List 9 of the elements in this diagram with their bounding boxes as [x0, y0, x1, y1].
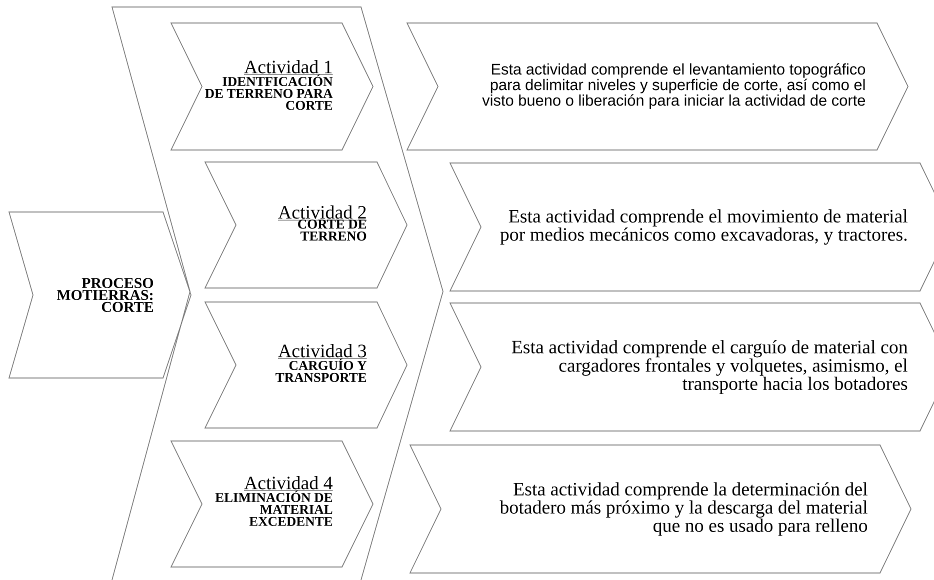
- process-banner: PROCESO MOTIERRAS: CORTE: [8, 212, 192, 378]
- activity-banner: Actividad 3 CARGUÍO Y TRANSPORTE: [204, 302, 408, 428]
- activity-banner: Actividad 4 ELIMINACIÓN DE MATERIAL EXCEDENTE: [170, 440, 374, 568]
- description-banner: Esta actividad comprende la determinación del botadero más próximo y la descarga del material que no es usado para relleno: [409, 444, 912, 574]
- activity-banner: Actividad 2 CORTE DE TERRENO: [204, 162, 408, 288]
- activity-banner: Actividad 1 IDENTFICACIÓN DE TERRENO PARA CORTE: [170, 22, 374, 150]
- description-banner: Esta actividad comprende el levantamiento topográfico para delimitar niveles y superficie de corte, así como el visto bueno o liberación para iniciar la actividad de corte: [406, 22, 908, 150]
- description-banner: Esta actividad comprende el movimiento de material por medios mecánicos como excavadoras, y tractores.: [449, 162, 934, 292]
- description-banner: Esta actividad comprende el carguío de material con cargadores frontales y volquetes, asimismo, el transporte hacia los botadores: [449, 302, 934, 432]
